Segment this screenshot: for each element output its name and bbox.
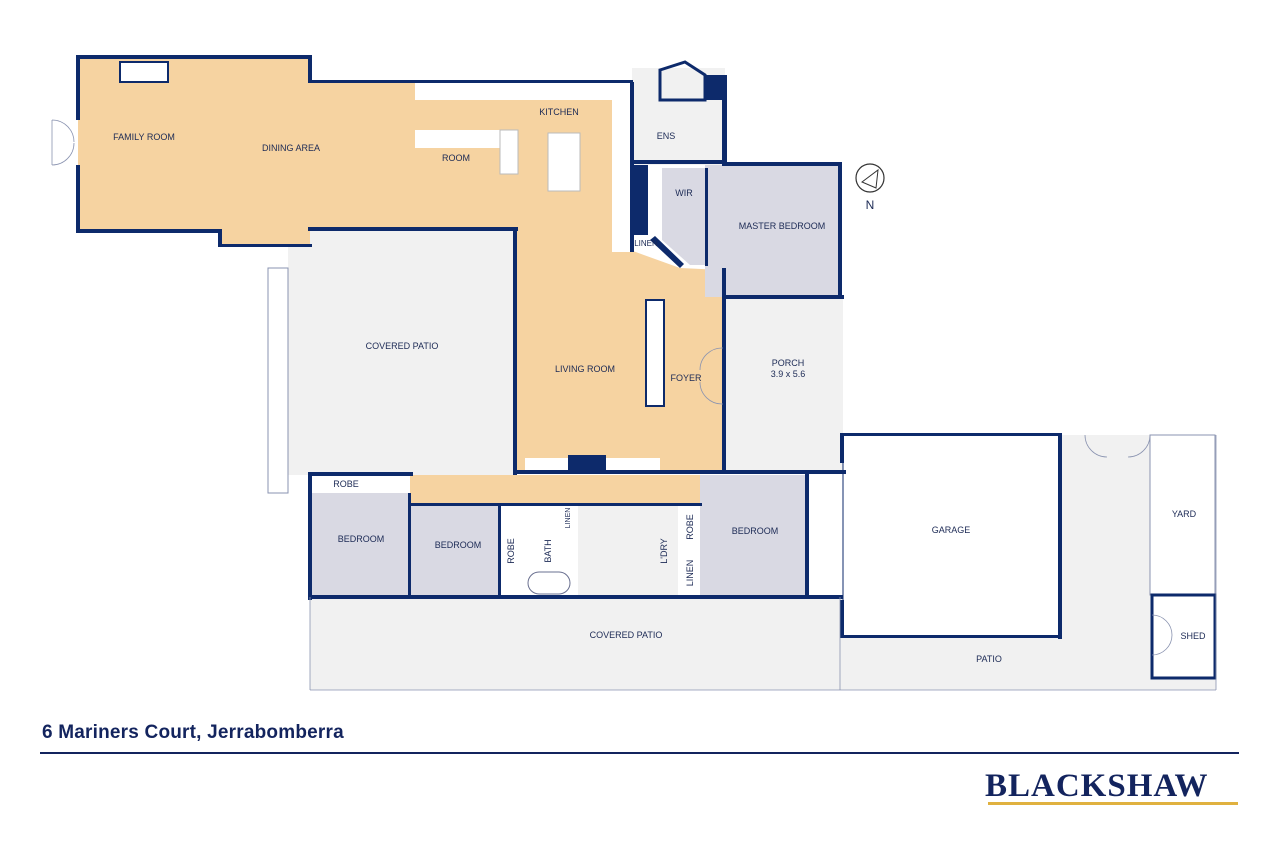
bedroom-1-area	[312, 493, 410, 597]
label-shed: SHED	[1180, 631, 1206, 641]
property-address: 6 Mariners Court, Jerrabomberra	[42, 722, 344, 743]
label-master-bedroom: MASTER BEDROOM	[739, 221, 826, 231]
covered-patio-left-area	[288, 230, 516, 475]
label-ens: ENS	[657, 131, 676, 141]
label-linen-top: LINEN	[634, 239, 658, 248]
garage-area	[842, 434, 1061, 638]
label-room: ROOM	[442, 153, 470, 163]
master-bedroom-area	[705, 165, 840, 297]
label-robe-3: ROBE	[685, 514, 695, 540]
label-linen-3: LINEN	[685, 560, 695, 587]
label-garage: GARAGE	[932, 525, 971, 535]
label-laundry: L'DRY	[659, 538, 669, 564]
wir-area	[650, 168, 705, 265]
label-family-room: FAMILY ROOM	[113, 132, 175, 142]
label-linen-2: LINEN	[565, 508, 572, 529]
fireplace	[119, 61, 169, 83]
porch-area	[725, 298, 843, 472]
label-robe-2: ROBE	[506, 538, 516, 564]
shed-area	[1150, 593, 1217, 680]
foyer-bench	[645, 299, 665, 407]
label-yard: YARD	[1172, 509, 1197, 519]
room-cupboard	[499, 129, 519, 175]
label-bedroom-1: BEDROOM	[338, 534, 385, 544]
label-covered-patio-left: COVERED PATIO	[366, 341, 439, 351]
robe-linen-area	[680, 505, 700, 597]
compass-north-label: N	[866, 198, 875, 212]
label-foyer: FOYER	[670, 373, 702, 383]
hallway	[410, 475, 702, 503]
room-shelf	[415, 130, 500, 148]
robe-2-area	[500, 505, 522, 597]
walls	[76, 55, 1062, 639]
label-bedroom-3: BEDROOM	[732, 526, 779, 536]
label-dining-area: DINING AREA	[262, 143, 320, 153]
label-wir: WIR	[675, 188, 693, 198]
label-bath: BATH	[543, 539, 553, 562]
label-porch: PORCH	[772, 358, 805, 368]
wc-area	[578, 505, 678, 597]
family-room-doors[interactable]	[51, 119, 75, 166]
patio-step	[267, 267, 289, 494]
label-robe-1: ROBE	[333, 479, 359, 489]
bedroom-3-area	[700, 475, 808, 597]
yard-area	[1149, 434, 1216, 596]
robe-1-area	[312, 475, 380, 493]
brand-logo-underline	[988, 802, 1238, 805]
pantry-bench	[612, 82, 632, 252]
patio-doors[interactable]	[1084, 434, 1151, 458]
ensuite-bay-window	[658, 60, 707, 102]
label-covered-patio-bottom: COVERED PATIO	[590, 630, 663, 640]
kitchen-island	[547, 132, 581, 192]
compass-icon	[855, 163, 885, 193]
label-bedroom-2: BEDROOM	[435, 540, 482, 550]
living-fireplace	[568, 455, 606, 472]
bathtub	[527, 571, 571, 595]
shed-doors[interactable]	[1151, 614, 1173, 656]
label-patio: PATIO	[976, 654, 1002, 664]
label-kitchen: KITCHEN	[539, 107, 579, 117]
front-doors[interactable]	[699, 347, 724, 405]
covered-patio-bottom-area	[310, 597, 842, 690]
brand-logo: BLACKSHAW	[985, 768, 1209, 804]
kitchen-bench	[415, 82, 612, 100]
divider	[40, 752, 1239, 754]
label-porch-size: 3.9 x 5.6	[771, 369, 806, 379]
compass-arrow-icon	[861, 168, 879, 189]
patio-side-area	[1060, 435, 1152, 637]
label-living-room: LIVING ROOM	[555, 364, 615, 374]
bedroom-2-area	[410, 505, 500, 597]
